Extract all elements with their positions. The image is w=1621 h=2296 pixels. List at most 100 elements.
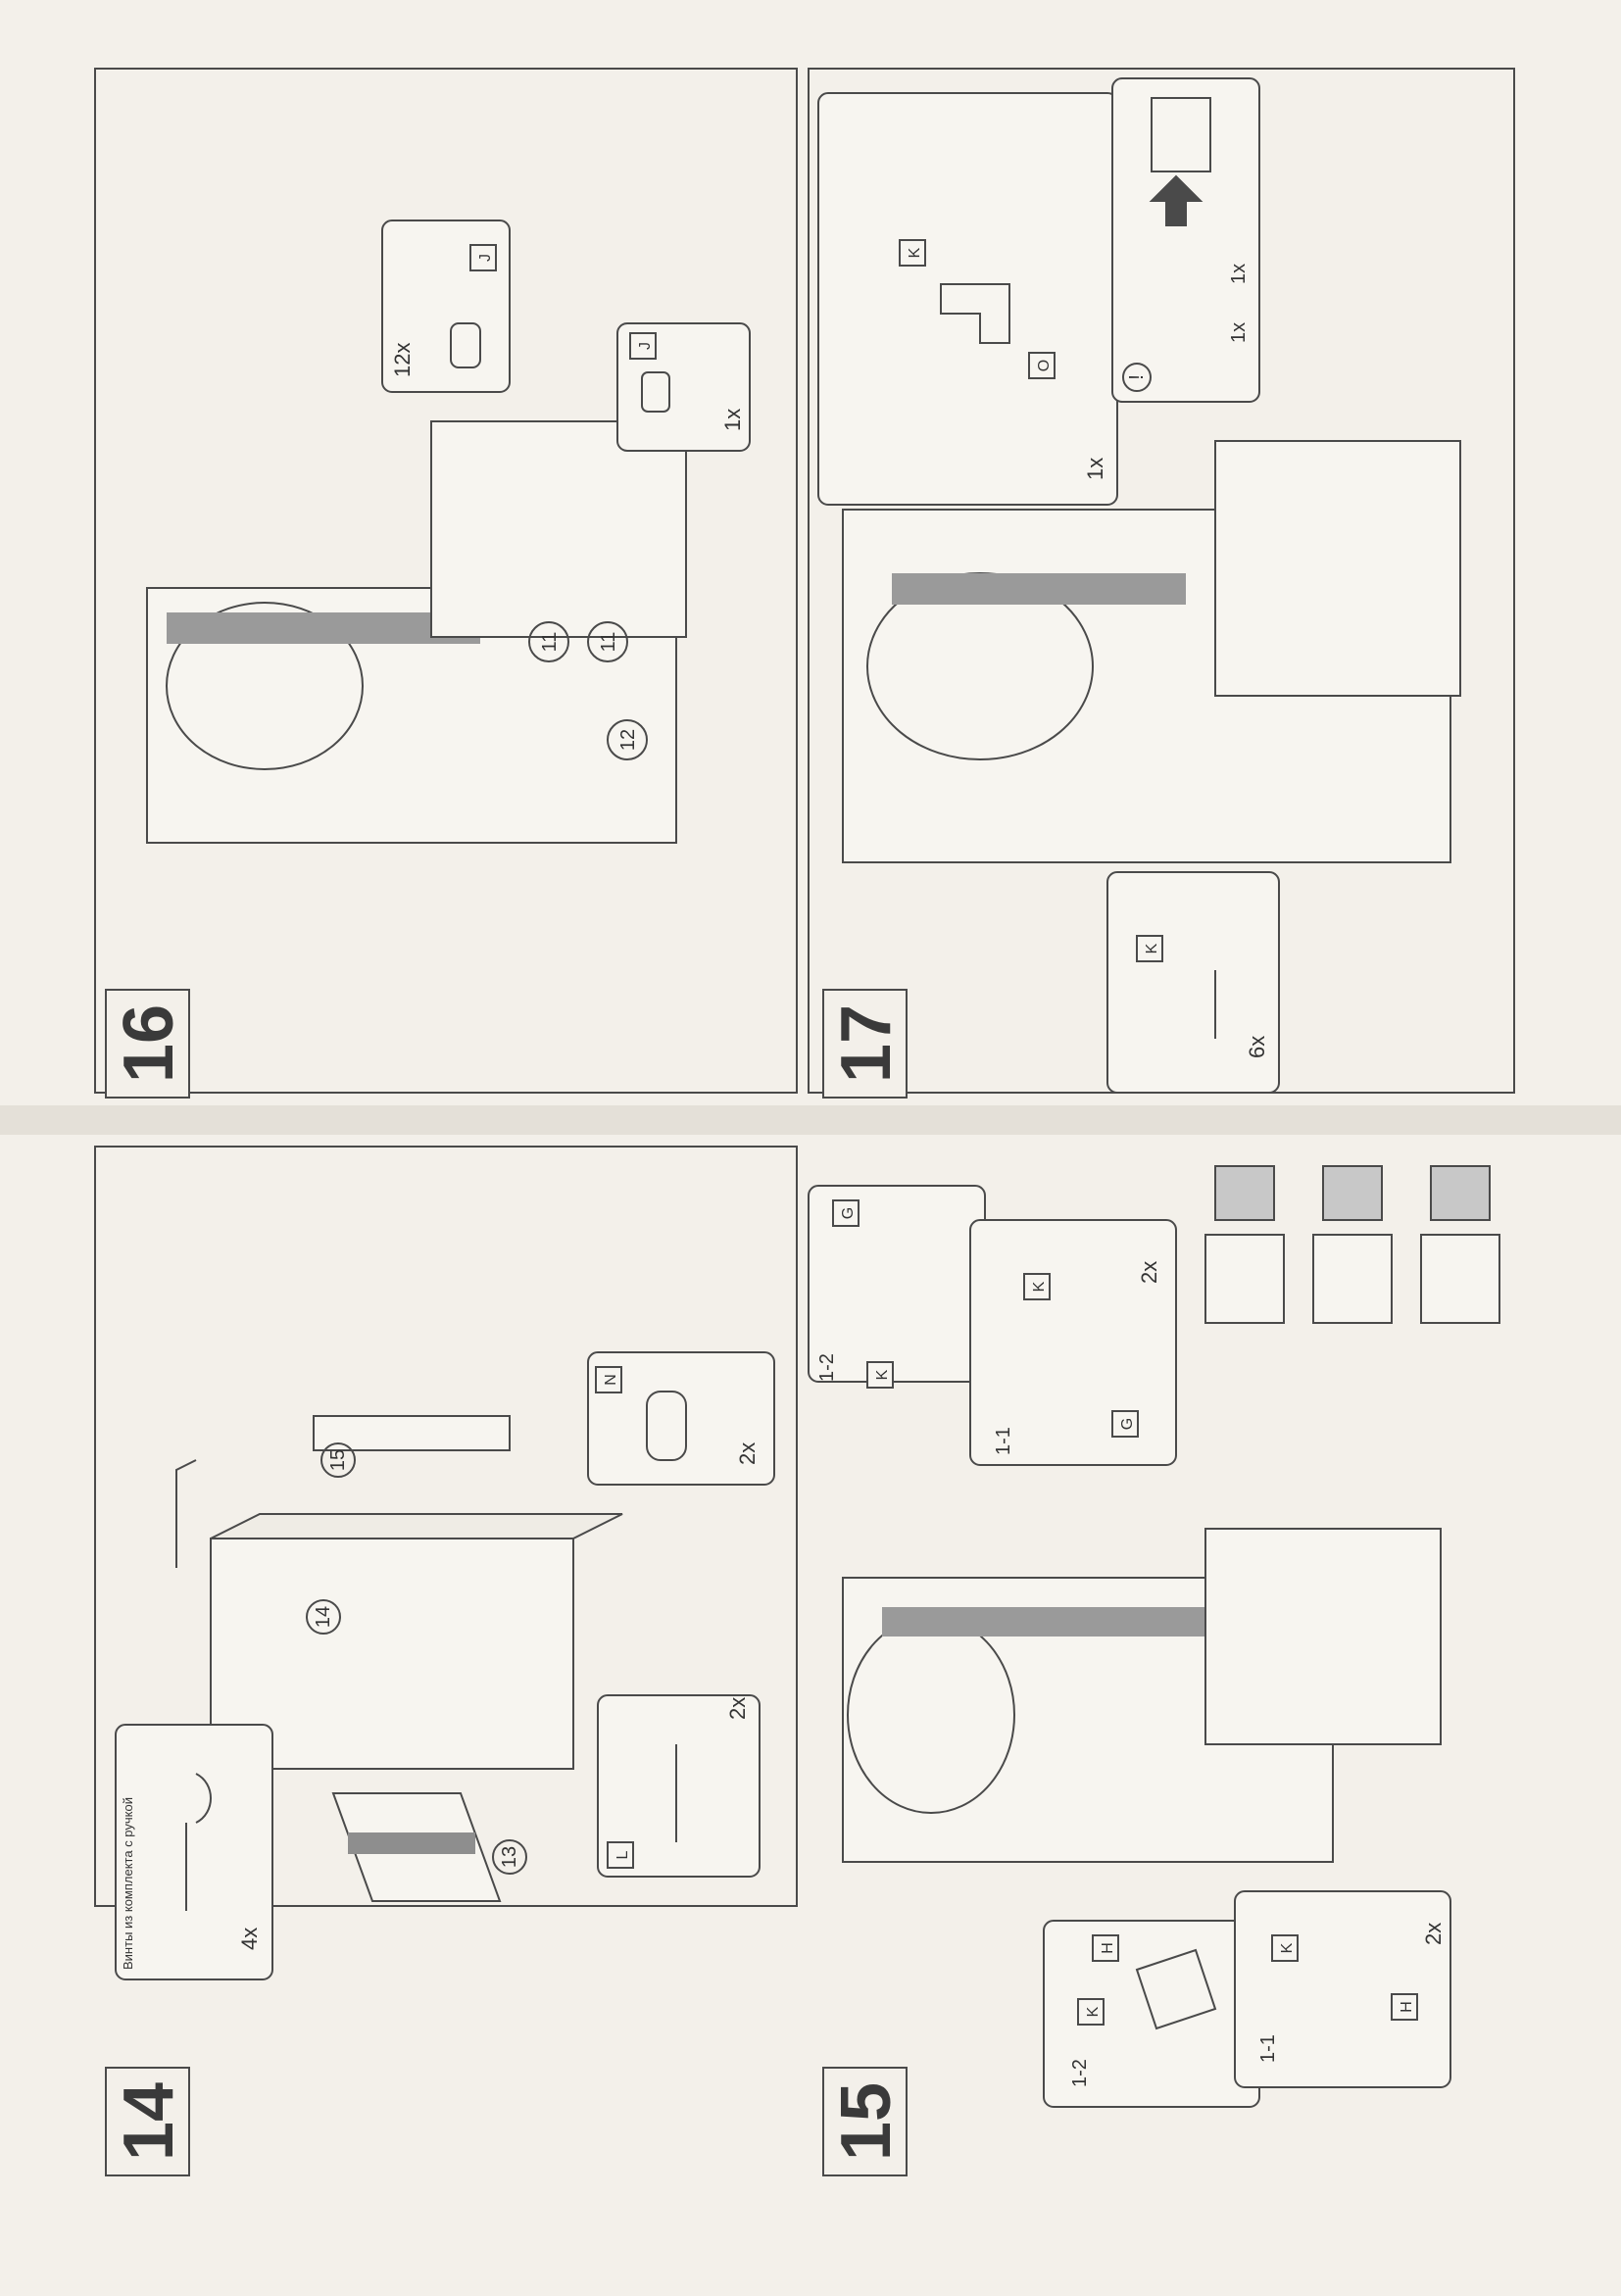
exclamation-icon xyxy=(1122,363,1152,392)
part-k-box-3 xyxy=(866,1361,894,1389)
step-15-left-top-step: 1-2 xyxy=(1069,2059,1091,2087)
adjust-diagram-3 xyxy=(1420,1234,1500,1324)
hinge-detail-1 xyxy=(1214,1165,1275,1221)
step-16-pin-part: J xyxy=(637,342,654,350)
panel-11a-label: 11 xyxy=(539,632,561,653)
adjust-diagram-1 xyxy=(1204,1234,1285,1324)
panel-13-hatch xyxy=(348,1832,475,1854)
arrow-up-icon xyxy=(1149,174,1203,226)
step-16-number-box xyxy=(105,989,190,1099)
step-14-note: Винты из комплекта с ручкой xyxy=(121,1797,135,1970)
step-17-warning-qty-b: 1x xyxy=(1228,264,1250,284)
step-17-warning-qty-a: 1x xyxy=(1228,322,1250,343)
step-17-screw-part: K xyxy=(1144,943,1160,953)
part-k-box-2 xyxy=(1271,1934,1299,1962)
step-15-box xyxy=(1204,1528,1442,1745)
panel-15-label-circle xyxy=(320,1442,356,1478)
step-16: 16 11 11 12 J 12x J 1x xyxy=(94,68,798,1099)
step-15-mirror xyxy=(847,1616,1015,1814)
step-14-number-box xyxy=(105,2067,190,2176)
part-h-box-2 xyxy=(1391,1993,1418,2021)
bracket-icon xyxy=(940,283,1010,344)
hinge-icon xyxy=(1135,1948,1217,2030)
step-14-note-qty: 4x xyxy=(237,1928,262,1950)
adjust-diagram-2 xyxy=(1312,1234,1393,1324)
part-l-box xyxy=(607,1841,634,1869)
step-16-shelf-pin-part: J xyxy=(477,254,494,262)
step-15-left-top-h: H xyxy=(1100,1942,1116,1954)
step-14-dowel-qty: 2x xyxy=(735,1442,760,1465)
part-o-box xyxy=(1028,352,1056,379)
paper-fold xyxy=(0,1105,1621,1135)
step-16-box xyxy=(430,420,687,638)
panel-11b-label-circle xyxy=(587,621,628,662)
step-14-screw-part: L xyxy=(614,1850,631,1859)
step-17-warning-callout xyxy=(1111,77,1260,403)
step-14-dowel-part: N xyxy=(603,1374,619,1386)
panel-11a-label-circle xyxy=(528,621,569,662)
step-16-number: 16 xyxy=(110,1004,188,1083)
step-15-right-bottom-g: G xyxy=(1119,1418,1136,1430)
panel-12-label-circle xyxy=(607,719,648,760)
step-15-left-top-k: K xyxy=(1085,2006,1102,2017)
panel-13-label: 13 xyxy=(499,1846,520,1868)
step-15-left-bottom-step: 1-1 xyxy=(1257,2034,1279,2063)
part-k-box-4 xyxy=(1023,1273,1051,1300)
part-j-box xyxy=(469,244,497,271)
step-14-frame xyxy=(94,1146,798,1907)
handle-icon xyxy=(175,1459,197,1568)
part-k-box xyxy=(1077,1998,1105,2026)
part-g-box xyxy=(832,1199,860,1227)
step-17-number-box xyxy=(822,989,908,1099)
panel-14-label: 14 xyxy=(313,1606,334,1628)
step-15-right-top-step: 1-2 xyxy=(816,1353,838,1382)
exclamation-mark: ! xyxy=(1126,374,1148,380)
panel-14-label-circle xyxy=(306,1599,341,1635)
step-14-number: 14 xyxy=(110,2082,188,2161)
step-16-shelf-pin-qty: 12x xyxy=(390,343,415,377)
hinge-detail-2 xyxy=(1322,1165,1383,1221)
step-15: 15 1-2 K H 1-1 K H 2x 1-2 K G 1-1 K G 2 xyxy=(808,1165,1500,2176)
panel-14-top xyxy=(210,1513,623,1539)
step-14: 14 14 15 13 Винты из комплекта с ручкой … xyxy=(94,1146,798,2176)
hinge-detail-3 xyxy=(1430,1165,1491,1221)
step-15-right-top-k: K xyxy=(874,1369,891,1380)
part-n-box xyxy=(595,1366,622,1393)
step-17: 17 K 6x K O 1x ! 1x 1x xyxy=(808,68,1515,1099)
step-14-screw-callout xyxy=(597,1694,761,1878)
step-15-right-bottom-k: K xyxy=(1031,1281,1048,1292)
step-15-g-callout-bottom xyxy=(969,1219,1177,1466)
part-k-box-6 xyxy=(899,239,926,267)
step-17-number: 17 xyxy=(827,1004,906,1083)
step-17-bracket-qty: 1x xyxy=(1083,458,1107,480)
panel-12-label: 12 xyxy=(617,729,639,751)
step-14-note-callout xyxy=(115,1724,273,1980)
panel-13-label-circle xyxy=(492,1839,527,1875)
step-16-pin-qty: 1x xyxy=(720,409,745,431)
panel-15-board xyxy=(313,1415,511,1451)
step-15-right-bottom-qty: 2x xyxy=(1137,1261,1161,1284)
step-17-screw-qty: 6x xyxy=(1245,1036,1269,1058)
step-15-number-box xyxy=(822,2067,908,2176)
step-15-number: 15 xyxy=(827,2082,906,2161)
panel-11b-label: 11 xyxy=(598,632,619,653)
step-15-right-top-g: G xyxy=(840,1207,857,1219)
rotate-icon xyxy=(195,1773,212,1824)
step-16-mirror xyxy=(166,602,364,770)
part-k-box-5 xyxy=(1136,935,1163,962)
part-h-box xyxy=(1092,1934,1119,1962)
part-j-box-2 xyxy=(629,332,657,360)
step-17-hatch xyxy=(892,573,1186,605)
step-14-screw-qty: 2x xyxy=(725,1697,750,1720)
step-16-frame xyxy=(94,68,798,1094)
step-15-hatch xyxy=(882,1607,1235,1637)
step-15-left-bottom-k: K xyxy=(1279,1942,1296,1953)
shelf-pin-icon xyxy=(450,322,481,368)
step-15-left-bottom-qty: 2x xyxy=(1421,1923,1446,1945)
step-17-bracket-part: O xyxy=(1036,360,1053,371)
step-16-hatch xyxy=(167,612,480,644)
part-g-box-2 xyxy=(1111,1410,1139,1438)
dowel-icon xyxy=(646,1391,687,1461)
